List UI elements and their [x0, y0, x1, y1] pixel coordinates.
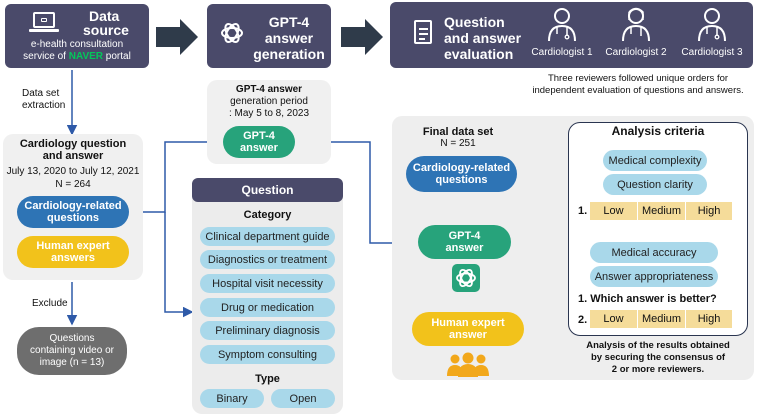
category-item: Drug or medication [200, 298, 335, 317]
criteria-answer-appropriateness: Answer appropriateness [590, 266, 718, 287]
evaluation-header: Question and answer evaluation Cardiolog… [390, 2, 753, 68]
naver-brand: NAVER [68, 51, 104, 62]
cardiology-set-title: Cardiology question and answer [19, 138, 127, 162]
consensus-note: Analysis of the results obtained by secu… [586, 340, 730, 375]
cardiology-set-period: July 13, 2020 to July 12, 2021 [6, 166, 140, 177]
gpt-period-panel: GPT-4 answer generation period : May 5 t… [207, 80, 331, 164]
doctor-icon [548, 8, 576, 42]
evaluation-title: Question and answer evaluation [444, 14, 522, 62]
category-item: Preliminary diagnosis [200, 321, 335, 340]
data-source-header: Data source e-health consultation servic… [5, 4, 149, 68]
scale-2-low: Low [590, 310, 637, 328]
category-item: Diagnostics or treatment [200, 250, 335, 269]
reviewer-note: Three reviewers followed unique orders f… [532, 73, 744, 96]
cardiology-set-count: N = 264 [55, 179, 91, 190]
type-label: Type [255, 373, 280, 385]
laptop-icon [33, 12, 55, 28]
scale-1-low: Low [590, 202, 637, 220]
category-item: Clinical department guide [200, 227, 335, 246]
gpt-generation-title: GPT-4 answer generation [253, 14, 325, 62]
openai-icon [219, 20, 245, 46]
gpt-period-text: GPT-4 answer generation period : May 5 t… [228, 84, 310, 119]
exclude-label: Exclude [32, 298, 68, 309]
document-icon [414, 20, 432, 44]
gpt-generation-header: GPT-4 answer generation [207, 4, 331, 68]
flow-arrow-2 [341, 19, 383, 55]
to-question-line [164, 212, 194, 318]
scale-2-medium: Medium [638, 310, 685, 328]
type-item-open: Open [271, 389, 335, 408]
which-better-label: 1. Which answer is better? [578, 293, 717, 305]
reviewer-3: Cardiologist 3 [676, 6, 748, 58]
doctor-icon [622, 7, 650, 42]
people-group-icon [446, 351, 490, 377]
final-set-count: N = 251 [440, 138, 476, 149]
reviewer-1: Cardiologist 1 [528, 6, 596, 58]
scale-2-number: 2. [578, 314, 588, 326]
type-item-binary: Binary [200, 389, 264, 408]
question-panel: Question Category Clinical department gu… [192, 178, 343, 414]
data-source-desc: e-health consultation service of NAVER p… [23, 39, 131, 62]
cardiology-set-panel: Cardiology question and answer July 13, … [3, 134, 143, 280]
final-set-title: Final data set [422, 126, 494, 138]
openai-icon [452, 264, 480, 292]
reviewer-2: Cardiologist 2 [602, 6, 670, 58]
scale-1-number: 1. [578, 205, 588, 217]
analysis-title: Analysis criteria [611, 124, 705, 138]
scale-2-high: High [686, 310, 732, 328]
question-header: Question [192, 178, 343, 202]
doctor-icon [698, 8, 726, 42]
criteria-question-clarity: Question clarity [603, 174, 707, 195]
criteria-medical-complexity: Medical complexity [603, 150, 707, 171]
extraction-label: Data set extraction [22, 88, 66, 111]
to-gpt-line [130, 136, 220, 213]
scale-1-medium: Medium [638, 202, 685, 220]
criteria-medical-accuracy: Medical accuracy [590, 242, 718, 263]
category-item: Symptom consulting [200, 345, 335, 364]
category-label: Category [243, 209, 292, 221]
scale-1-high: High [686, 202, 732, 220]
flow-arrow-1 [156, 19, 198, 55]
data-source-title-2: source [83, 22, 129, 38]
category-item: Hospital visit necessity [200, 274, 335, 293]
data-source-title-1: Data [89, 8, 120, 24]
